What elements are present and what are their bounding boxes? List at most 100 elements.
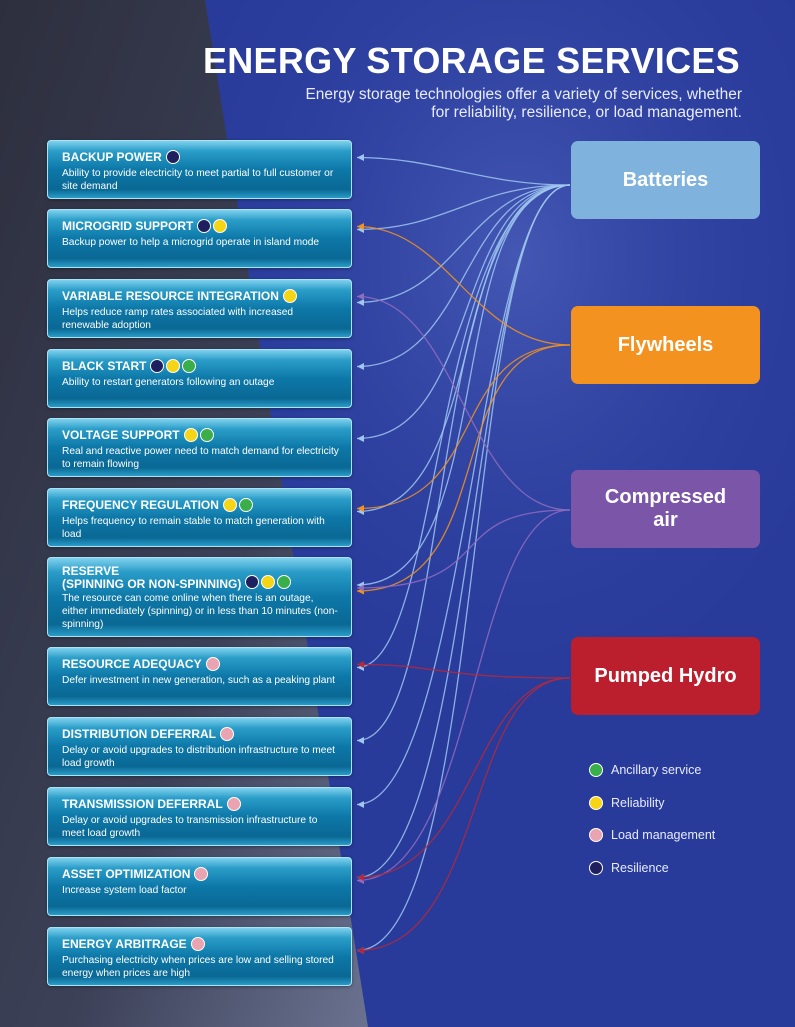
connector-compressed_air-2 bbox=[356, 295, 571, 511]
connector-batteries-7 bbox=[356, 184, 571, 669]
service-microgrid-support: MICROGRID SUPPORT Backup power to help a… bbox=[47, 209, 352, 268]
service-black-start: BLACK START Ability to restart generator… bbox=[47, 349, 352, 408]
service-name: VOLTAGE SUPPORT bbox=[62, 427, 180, 442]
service-description: Helps frequency to remain stable to matc… bbox=[62, 516, 325, 541]
service-tags bbox=[222, 496, 255, 514]
tech-compressed-air: Compressed air bbox=[571, 470, 760, 548]
service-description: Purchasing electricity when prices are l… bbox=[62, 955, 334, 980]
service-name: MICROGRID SUPPORT bbox=[62, 218, 194, 233]
service-description: Ability to restart generators following … bbox=[62, 377, 275, 389]
service-description: Helps reduce ramp rates associated with … bbox=[62, 307, 294, 332]
service-tags bbox=[194, 865, 210, 883]
service-frequency-regulation: FREQUENCY REGULATION Helps frequency to … bbox=[47, 488, 352, 547]
connector-batteries-11 bbox=[356, 184, 571, 952]
load-tag-dot bbox=[194, 866, 209, 881]
service-name: ASSET OPTIMIZATION bbox=[62, 866, 191, 881]
service-tags bbox=[165, 148, 182, 166]
service-tags bbox=[205, 655, 222, 673]
connector-pumped_hydro-10 bbox=[356, 677, 571, 879]
load-tag-dot bbox=[226, 796, 241, 811]
service-name: TRANSMISSION DEFERRAL bbox=[62, 796, 223, 811]
service-description: Real and reactive power need to match de… bbox=[62, 446, 339, 471]
ancillary-tag-dot bbox=[277, 574, 292, 589]
service-name: FREQUENCY REGULATION bbox=[62, 497, 219, 512]
legend-resilience: Resilience bbox=[589, 861, 669, 875]
connector-compressed_air-10 bbox=[356, 509, 571, 882]
arrowhead-compressed_air-2 bbox=[357, 293, 364, 300]
service-description: Increase system load factor bbox=[62, 885, 187, 897]
legend-ancillary: Ancillary service bbox=[589, 763, 701, 777]
arrowhead-batteries-8 bbox=[357, 737, 364, 744]
service-description: Backup power to help a microgrid operate… bbox=[62, 237, 320, 249]
service-tags bbox=[220, 725, 236, 743]
service-tags bbox=[183, 426, 216, 444]
load-tag-dot bbox=[190, 936, 205, 951]
service-transmission-deferral: TRANSMISSION DEFERRAL Delay or avoid upg… bbox=[47, 787, 352, 846]
ancillary-tag-dot bbox=[199, 427, 214, 442]
legend-reliability-swatch bbox=[589, 796, 603, 810]
arrowhead-batteries-3 bbox=[357, 363, 364, 370]
legend-label: Ancillary service bbox=[611, 763, 702, 777]
resilience-tag-dot bbox=[150, 358, 165, 373]
tech-flywheels: Flywheels bbox=[571, 306, 760, 384]
service-description: Ability to provide electricity to meet p… bbox=[62, 168, 334, 193]
connector-compressed_air-6 bbox=[356, 509, 571, 589]
legend-ancillary-swatch bbox=[589, 763, 603, 777]
service-tags bbox=[197, 217, 229, 235]
resilience-tag-dot bbox=[165, 149, 180, 164]
service-backup-power: BACKUP POWER Ability to provide electric… bbox=[47, 140, 352, 199]
tech-pumped-hydro: Pumped Hydro bbox=[571, 637, 760, 715]
load-tag-dot bbox=[205, 656, 220, 671]
page-title: ENERGY STORAGE SERVICES bbox=[202, 40, 740, 81]
service-tags bbox=[190, 935, 207, 953]
connector-batteries-2 bbox=[356, 184, 571, 304]
arrowhead-batteries-4 bbox=[357, 435, 364, 442]
reliability-tag-dot bbox=[261, 574, 276, 589]
service-name: ENERGY ARBITRAGE bbox=[62, 936, 187, 951]
service-description: The resource can come online when there … bbox=[62, 593, 338, 630]
legend-resilience-swatch bbox=[589, 861, 603, 875]
ancillary-tag-dot bbox=[182, 358, 197, 373]
service-name: RESOURCE ADEQUACY bbox=[62, 656, 202, 671]
service-name: RESERVE (SPINNING OR NON-SPINNING) bbox=[62, 564, 242, 591]
legend-reliability: Reliability bbox=[589, 796, 665, 810]
legend-load-management: Load management bbox=[589, 828, 715, 842]
service-description: Delay or avoid upgrades to distribution … bbox=[62, 745, 335, 770]
reliability-tag-dot bbox=[213, 218, 228, 233]
connector-batteries-1 bbox=[356, 184, 571, 231]
arrowhead-batteries-0 bbox=[357, 154, 364, 161]
arrowhead-pumped_hydro-11 bbox=[357, 947, 364, 954]
service-tags bbox=[226, 795, 243, 813]
service-tags bbox=[150, 357, 198, 375]
arrowhead-batteries-2 bbox=[357, 299, 364, 306]
service-description: Defer investment in new generation, such… bbox=[62, 675, 335, 687]
service-description: Delay or avoid upgrades to transmission … bbox=[62, 815, 318, 840]
reliability-tag-dot bbox=[166, 358, 181, 373]
service-asset-optimization: ASSET OPTIMIZATION Increase system load … bbox=[47, 857, 352, 916]
legend-load-swatch bbox=[589, 828, 603, 842]
load-tag-dot bbox=[220, 726, 234, 741]
arrowhead-pumped_hydro-7 bbox=[357, 661, 364, 668]
service-voltage-support: VOLTAGE SUPPORT Real and reactive power … bbox=[47, 418, 352, 477]
service-energy-arbitrage: ENERGY ARBITRAGE Purchasing electricity … bbox=[47, 927, 352, 986]
connector-batteries-5 bbox=[356, 184, 571, 513]
service-tags bbox=[245, 573, 293, 591]
legend-label: Reliability bbox=[611, 796, 665, 810]
service-name: BLACK START bbox=[62, 358, 147, 373]
connector-flywheels-6 bbox=[356, 344, 571, 592]
legend-label: Resilience bbox=[611, 861, 669, 875]
connector-pumped_hydro-7 bbox=[356, 663, 571, 679]
service-name: DISTRIBUTION DEFERRAL bbox=[62, 726, 216, 741]
resilience-tag-dot bbox=[197, 218, 212, 233]
resilience-tag-dot bbox=[245, 574, 260, 589]
service-distribution-deferral: DISTRIBUTION DEFERRAL Delay or avoid upg… bbox=[47, 717, 352, 776]
reliability-tag-dot bbox=[183, 427, 198, 442]
service-name: VARIABLE RESOURCE INTEGRATION bbox=[62, 288, 279, 303]
connector-pumped_hydro-11 bbox=[356, 677, 571, 952]
legend-label: Load management bbox=[611, 828, 716, 842]
connector-batteries-3 bbox=[356, 184, 571, 368]
arrowhead-compressed_air-6 bbox=[357, 584, 364, 592]
tech-batteries: Batteries bbox=[571, 141, 760, 219]
service-tags bbox=[282, 287, 299, 305]
